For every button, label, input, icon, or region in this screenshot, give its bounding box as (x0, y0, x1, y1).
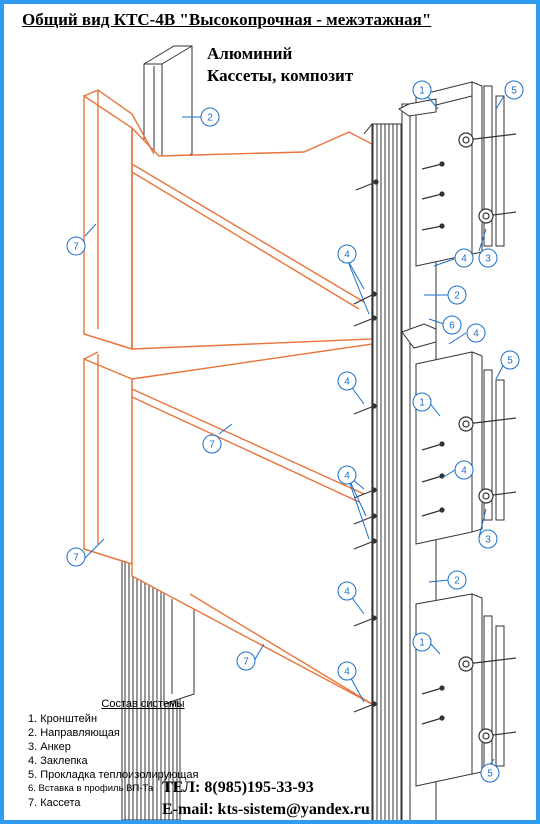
legend-item-bracket: 1. Кронштейн (28, 713, 98, 725)
callout-4-upper-left: 4 (337, 244, 357, 264)
contact-email: E-mail: kts-sistem@yandex.ru (162, 801, 370, 818)
anchor-bolts (458, 132, 517, 744)
svg-text:3: 3 (485, 254, 491, 265)
callout-4-mid-cluster: 4 (337, 465, 357, 485)
svg-text:6: 6 (449, 321, 455, 332)
svg-text:2: 2 (454, 576, 460, 587)
callout-3-upper: 3 (478, 248, 498, 268)
callout-4-bottom: 4 (337, 661, 357, 681)
callout-2-lower: 2 (447, 570, 467, 590)
cladding-subtitle: Кассеты, композит (207, 66, 354, 85)
legend-item-insert: 6. Вставка в профиль ВП-Та (28, 783, 154, 794)
callout-7-center-lower: 7 (236, 651, 256, 671)
svg-text:2: 2 (454, 291, 460, 302)
svg-text:2: 2 (207, 113, 213, 124)
cassette-lower (83, 343, 373, 706)
top-guide-profile (143, 45, 193, 165)
callout-6: 6 (442, 315, 462, 335)
callout-4-insert: 4 (466, 323, 486, 343)
callout-4-mid-right: 4 (454, 460, 474, 480)
callout-5-lower: 5 (480, 763, 500, 783)
callout-1-middle: 1 (412, 392, 432, 412)
svg-text:7: 7 (209, 440, 215, 451)
svg-text:1: 1 (419, 86, 425, 97)
svg-text:4: 4 (344, 250, 350, 261)
callout-2-top: 2 (200, 107, 220, 127)
legend-heading: Состав системы (101, 698, 185, 710)
callout-3-middle: 3 (478, 529, 498, 549)
callout-1-lower: 1 (412, 632, 432, 652)
diagram-title: Общий вид КТС-4В "Высокопрочная - межэта… (22, 10, 432, 29)
callout-1-upper: 1 (412, 80, 432, 100)
system-legend: Состав системы 1. Кронштейн 2. Направляю… (28, 697, 238, 810)
svg-text:1: 1 (419, 638, 425, 649)
svg-text:7: 7 (73, 242, 79, 253)
legend-item-cassette: 7. Кассета (28, 797, 81, 809)
svg-text:4: 4 (344, 667, 350, 678)
cassette-upper (83, 89, 373, 350)
callout-7-left-lower: 7 (66, 547, 86, 567)
svg-text:4: 4 (461, 466, 467, 477)
callout-4-upper-right: 4 (454, 248, 474, 268)
svg-text:4: 4 (344, 377, 350, 388)
bracket-upper (398, 81, 505, 267)
svg-text:7: 7 (73, 553, 79, 564)
svg-text:7: 7 (243, 657, 249, 668)
svg-text:4: 4 (344, 587, 350, 598)
bracket-lower (415, 593, 505, 787)
system-drawing: 1 5 2 7 4 3 4 2 6 4 5 4 1 7 4 4 3 7 2 4 … (66, 45, 524, 820)
callout-5-middle: 5 (500, 350, 520, 370)
svg-text:4: 4 (344, 471, 350, 482)
callouts: 1 5 2 7 4 3 4 2 6 4 5 4 1 7 4 4 3 7 2 4 … (66, 80, 524, 783)
callout-5-upper: 5 (504, 80, 524, 100)
svg-text:5: 5 (511, 86, 517, 97)
svg-text:5: 5 (507, 356, 513, 367)
svg-text:1: 1 (419, 398, 425, 409)
legend-item-rivet: 4. Заклепка (28, 755, 88, 767)
svg-text:4: 4 (461, 254, 467, 265)
rivets (353, 161, 445, 725)
legend-item-anchor: 3. Анкер (28, 741, 71, 753)
callout-7-center-upper: 7 (202, 434, 222, 454)
callout-4-mid-left: 4 (337, 371, 357, 391)
svg-text:5: 5 (487, 769, 493, 780)
contact-phone: ТЕЛ: 8(985)195-33-93 (162, 779, 314, 796)
legend-item-guide: 2. Направляющая (28, 727, 120, 739)
callout-4-lower: 4 (337, 581, 357, 601)
svg-text:4: 4 (473, 329, 479, 340)
material-subtitle: Алюминий (207, 44, 293, 63)
legend-item-thermal-pad: 5. Прокладка теплоизолирующая (28, 769, 199, 781)
svg-text:3: 3 (485, 535, 491, 546)
callout-7-left-upper: 7 (66, 236, 86, 256)
callout-2-middle: 2 (447, 285, 467, 305)
